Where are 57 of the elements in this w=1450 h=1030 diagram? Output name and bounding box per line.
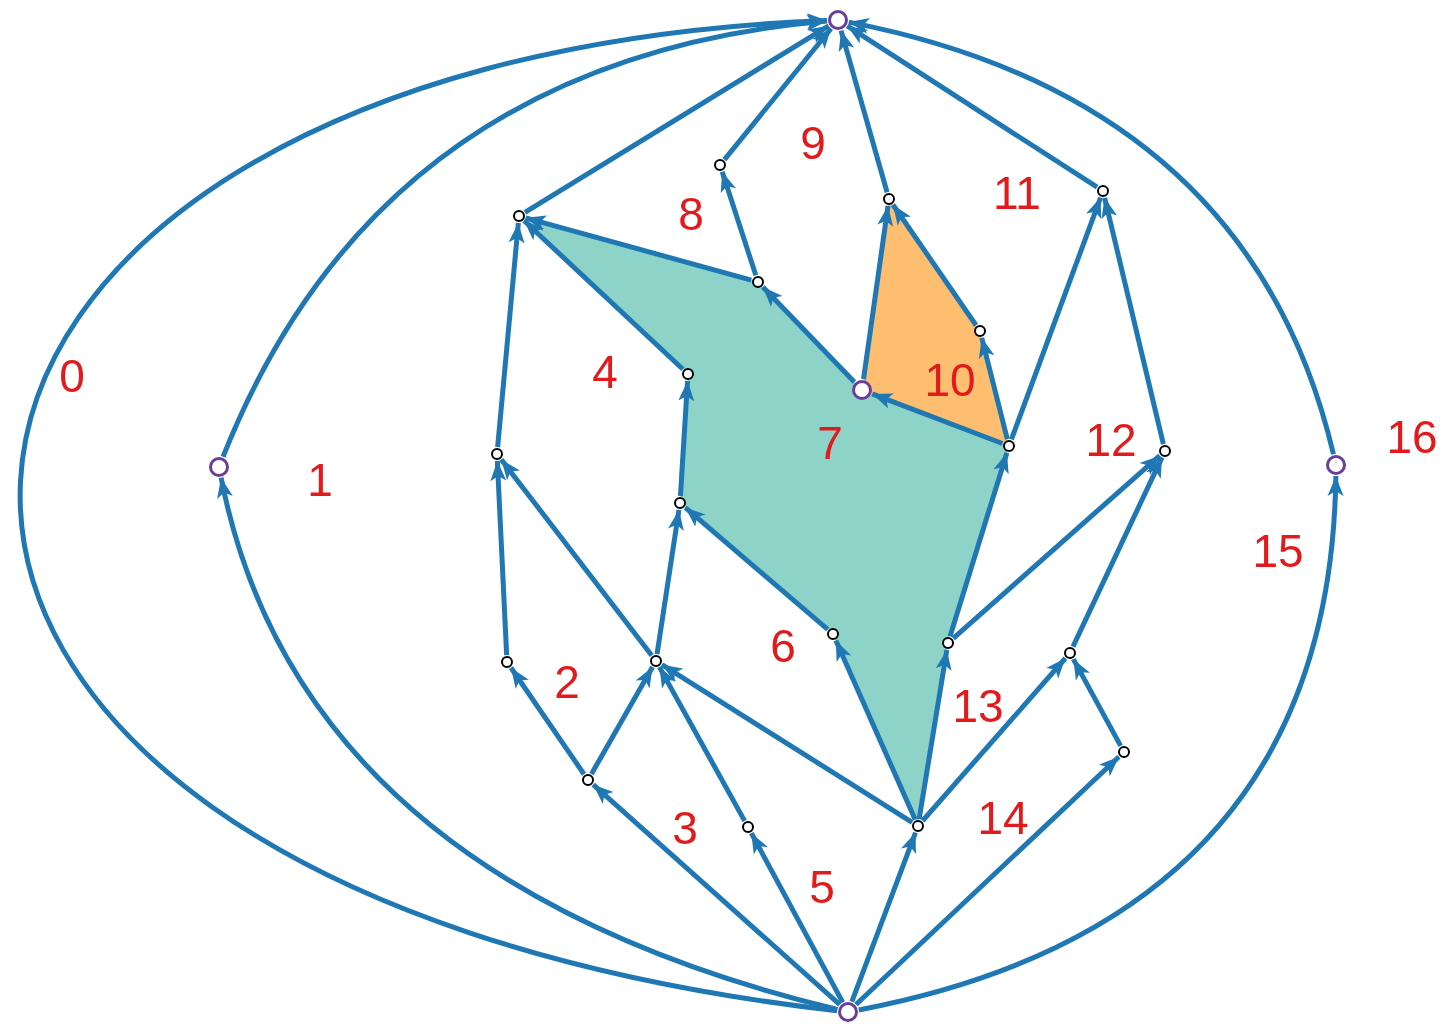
arrow: [1009, 196, 1103, 441]
arrow: [495, 222, 525, 448]
arrow: [749, 831, 845, 1004]
face-number: 10: [924, 357, 976, 403]
face-number: 5: [809, 864, 835, 910]
face-number: 12: [1085, 417, 1137, 463]
arrow: [683, 505, 830, 632]
arrow: [522, 218, 685, 372]
face-number: 2: [554, 659, 580, 705]
arrow: [861, 205, 894, 380]
face-number: 14: [977, 795, 1029, 841]
arrow: [1101, 197, 1166, 445]
arrow: [761, 285, 857, 384]
arrow: [490, 460, 510, 656]
arrow: [854, 755, 1121, 1007]
arrow: [508, 666, 587, 776]
arrow: [218, 477, 838, 1012]
arrow: [858, 475, 1343, 1013]
face-number: 0: [59, 353, 85, 399]
arrow: [19, 14, 838, 1014]
arrow: [848, 18, 1336, 455]
face-number: 4: [592, 349, 618, 395]
arrow: [890, 203, 979, 327]
arrow: [654, 509, 684, 655]
arrow: [722, 26, 833, 162]
arrow: [220, 15, 828, 458]
arrow: [523, 23, 830, 215]
arrow: [719, 170, 759, 277]
arrow: [1070, 456, 1165, 648]
face-number: 9: [800, 120, 826, 166]
arrow: [951, 453, 1162, 641]
arrow: [871, 391, 1004, 446]
face-number: 15: [1252, 528, 1304, 574]
face-number: 7: [817, 420, 843, 466]
face-number: 11: [993, 170, 1041, 216]
arrow: [657, 665, 747, 823]
face-number: 13: [952, 683, 1004, 729]
face-number: 16: [1386, 414, 1438, 460]
arrow: [916, 649, 952, 820]
arrow: [677, 380, 695, 497]
arrow: [845, 23, 1099, 190]
arrow: [499, 458, 654, 657]
arrow: [525, 215, 752, 283]
arrow: [589, 665, 655, 776]
arrow: [838, 29, 890, 193]
arrow: [920, 656, 1068, 823]
face-number: 3: [672, 805, 698, 851]
arrow: [978, 337, 1010, 440]
arrow: [660, 662, 914, 825]
arrow: [591, 782, 842, 1007]
arrow: [947, 451, 1010, 638]
arrow: [1071, 657, 1123, 748]
arrow: [833, 639, 918, 821]
face-number: 6: [770, 623, 796, 669]
face-number: 8: [678, 191, 704, 237]
arrow: [849, 831, 918, 1003]
face-number: 1: [307, 457, 333, 503]
